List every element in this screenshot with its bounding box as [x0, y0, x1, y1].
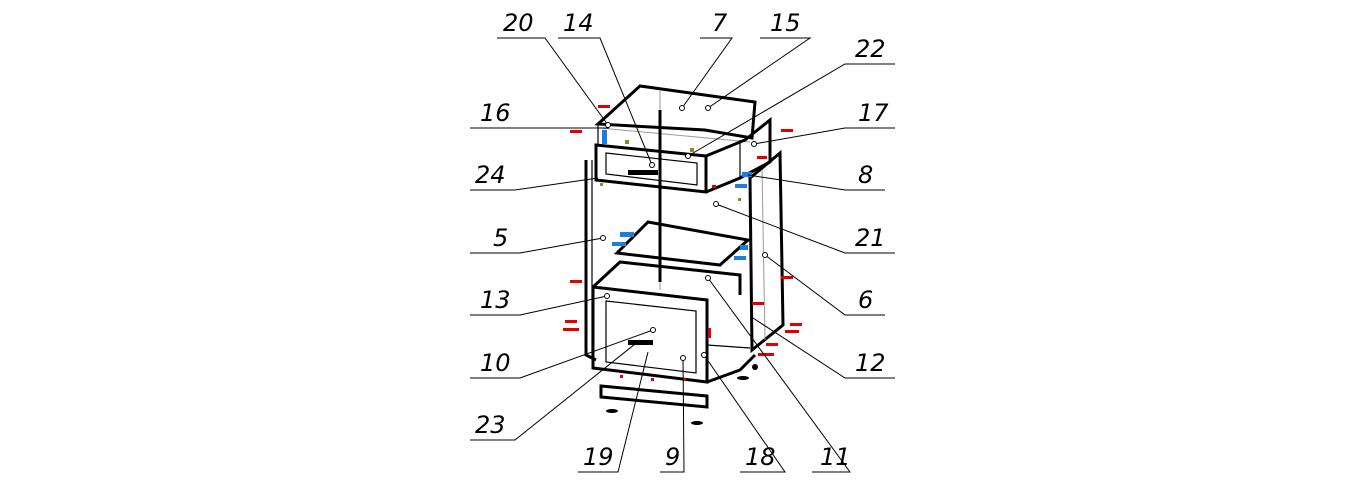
svg-text:24: 24 — [475, 161, 506, 189]
svg-text:23: 23 — [475, 411, 506, 439]
red-fastener-marks — [563, 105, 802, 381]
callout-9: 9 — [660, 355, 686, 473]
callout-10: 10 — [470, 327, 656, 379]
callout-16: 16 — [470, 99, 609, 129]
svg-text:18: 18 — [745, 443, 776, 471]
middle-shelf — [613, 220, 752, 267]
right-side-panel — [748, 149, 785, 354]
svg-text:17: 17 — [858, 99, 889, 127]
upper-drawer-front — [594, 143, 708, 194]
svg-text:19: 19 — [583, 443, 614, 471]
svg-text:21: 21 — [855, 224, 886, 252]
top-panel — [594, 84, 757, 140]
callout-13: 13 — [470, 286, 610, 316]
svg-text:20: 20 — [503, 9, 534, 37]
callout-20: 20 — [497, 9, 611, 128]
callout-5: 5 — [470, 224, 606, 254]
callout-6: 6 — [762, 252, 885, 316]
svg-text:6: 6 — [858, 286, 873, 314]
cabinet-drawing — [563, 84, 802, 425]
svg-text:7: 7 — [712, 9, 728, 37]
svg-text:22: 22 — [855, 35, 886, 63]
upper-handle — [628, 170, 658, 175]
svg-text:10: 10 — [480, 349, 511, 377]
plinth — [599, 384, 709, 409]
callout-21: 21 — [713, 201, 895, 254]
callout-12: 12 — [752, 317, 895, 379]
callout-8: 8 — [747, 161, 885, 191]
svg-text:8: 8 — [858, 161, 873, 189]
callout-19: 19 — [578, 351, 649, 473]
svg-text:5: 5 — [493, 224, 508, 252]
callout-18: 18 — [701, 352, 786, 473]
callout-15: 15 — [705, 9, 812, 111]
lower-handle — [628, 340, 653, 345]
callout-17: 17 — [751, 99, 895, 147]
svg-text:13: 13 — [480, 286, 511, 314]
svg-text:14: 14 — [563, 9, 594, 37]
callout-23: 23 — [470, 339, 641, 441]
callout-7: 7 — [679, 9, 733, 111]
callout-11: 11 — [705, 275, 851, 473]
callout-24: 24 — [470, 161, 599, 191]
svg-text:12: 12 — [855, 349, 886, 377]
callout-22: 22 — [685, 35, 895, 159]
callout-14: 14 — [558, 9, 655, 168]
svg-text:9: 9 — [665, 443, 680, 471]
svg-text:16: 16 — [480, 99, 511, 127]
svg-text:15: 15 — [770, 9, 801, 37]
blue-fastener-marks — [602, 130, 752, 260]
